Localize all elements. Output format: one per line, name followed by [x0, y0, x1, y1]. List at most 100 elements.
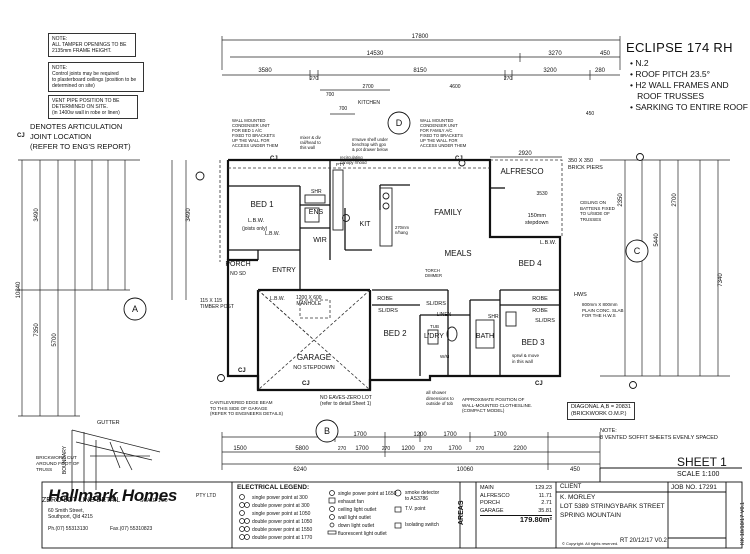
room-ldry: L'DRY — [424, 333, 444, 340]
revision-vertical: KK 18/10/17 V0.1 — [740, 501, 746, 545]
dim-bot-seg-0: 1500 — [233, 446, 247, 452]
area-total: 179.80m² — [480, 515, 552, 524]
legend-item: single power point at 1050 — [252, 511, 311, 517]
dim-top-overall: 17800 — [412, 34, 429, 40]
client-suburb: SPRING MOUNTAIN — [560, 512, 621, 519]
marker-cj-3: CJ — [238, 368, 246, 374]
room-family: FAMILY — [434, 208, 463, 217]
dim-bot-1200: 1200 — [413, 432, 427, 438]
dim-top-seg-2: 8150 — [413, 68, 427, 74]
company-pty: PTY LTD — [196, 493, 217, 499]
dim-bot-overall: 6240 — [293, 467, 307, 473]
room-alfresco: ALFRESCO — [500, 167, 543, 176]
cond2-note: WALL MOUNTED CONDENSER UNIT FOR FAMILY A… — [420, 118, 467, 148]
area-value: 35.81 — [538, 507, 552, 514]
legend-item: fluorescent light outlet — [338, 531, 387, 537]
area-value: 11.71 — [538, 492, 552, 499]
spec-item-3: ROOF TRUSSES — [630, 91, 704, 101]
marker-a: A — [132, 304, 138, 314]
room-sldrs: SL/DRS — [378, 308, 398, 314]
room-garage: GARAGE — [297, 353, 331, 362]
company-logo: Hallmark Homes — [48, 486, 178, 505]
marker-cj-1: CJ — [270, 156, 278, 162]
eaves-note: NO EAVES-ZERO LOT (refer to detail Sheet… — [320, 395, 372, 407]
dim-right-b: 2700 — [672, 193, 678, 207]
room-porch: PORCH — [225, 261, 250, 268]
legend-item: single power point at 1650 — [338, 491, 397, 497]
area-name: MAIN — [480, 485, 494, 491]
fixture-tub: TUB — [430, 324, 439, 329]
legend-col-1: single power point at 300 double power p… — [252, 494, 312, 542]
dim-right-a: 5440 — [654, 233, 660, 247]
legend-item: double power point at 1770 — [252, 535, 313, 541]
dim-top-d4: 450 — [586, 111, 595, 117]
slab-note: 800mm X 800mm PLAIN CONC. SLAB FOR THE H… — [582, 302, 624, 318]
vents-note: NOTE: 8 VENTED SOFFIT SHEETS EVENLY SPAC… — [600, 428, 718, 441]
zero-lot-gutter: GUTTER — [97, 420, 120, 426]
legend-item: double power point at 1550 — [252, 527, 313, 533]
legend-item: wall light outlet — [338, 515, 371, 521]
ceiling-note: CEILING ON BATTENS FIXED TO U/SIDE OF TR… — [580, 200, 615, 222]
dim-bot-mid: 10060 — [457, 467, 474, 473]
dim-bot-seg-6: 270 — [424, 446, 433, 452]
room-robe: ROBE — [377, 296, 393, 302]
mwave-note: m'wave shelf under benchtop with gpo & p… — [352, 137, 388, 152]
dim-alfresco-w: 2920 — [518, 151, 532, 157]
room-kit: KIT — [360, 221, 372, 228]
dim-left-overall: 10840 — [16, 281, 22, 298]
room-bed1-lbw: L.B.W. — [248, 218, 265, 224]
dim-top-d: 700 — [326, 92, 335, 98]
room-wir: WIR — [313, 237, 327, 244]
room-robe3: ROBE — [532, 308, 548, 314]
zero-lot-detail — [71, 429, 161, 492]
dim-bot-seg-3: 1700 — [355, 446, 369, 452]
fixture-pty: PTY — [336, 162, 345, 167]
room-bed4: BED 4 — [518, 259, 542, 268]
room-lbw6: L.B.W. — [265, 231, 280, 237]
area-value: 129.23 — [535, 485, 552, 491]
dim-bot-seg-8: 270 — [476, 446, 485, 452]
area-value: 2.71 — [541, 500, 552, 506]
zero-lot-scale: SCALE 1:20 — [140, 498, 168, 504]
room-bed4-lbw: L.B.W. — [540, 240, 557, 246]
spec-item-4: • SARKING TO ENTIRE ROOF — [630, 102, 748, 112]
fixture-wm: W/M — [440, 354, 449, 359]
dim-bot-seg-5: 1200 — [401, 446, 415, 452]
dim-bot-seg-4: 270 — [382, 446, 391, 452]
legend-item: T.V. point — [405, 506, 426, 512]
marker-d: D — [396, 118, 403, 128]
dim-bot-r: 450 — [570, 467, 581, 473]
legend-item: single power point at 300 — [252, 495, 308, 501]
dim-alfresco-h: 3530 — [536, 191, 547, 197]
legend-item: down light outlet — [338, 523, 375, 529]
marker-c: C — [634, 246, 641, 256]
legend-title: ELECTRICAL LEGEND: — [237, 484, 310, 491]
brickwork-note: BRICKWORK CUT AROUND FOOT OF TRUSS — [36, 456, 80, 473]
room-ens: ENS — [309, 209, 324, 216]
copyright: © Copyright. All rights reserved. — [562, 541, 619, 546]
marker-cj-4: CJ — [302, 381, 310, 387]
showers-note: all shower dimensions to outside of tob — [426, 390, 454, 406]
client-lot: LOT 5389 STRINGYBARK STREET — [560, 503, 665, 510]
manhole-note: 1200 X 600 MANHOLE — [296, 295, 322, 307]
marker-cj-2: CJ — [455, 156, 463, 162]
island-note: 270mm n/hang — [395, 225, 409, 235]
room-bath: BATH — [476, 333, 494, 340]
marker-b: B — [324, 426, 330, 436]
zero-lot-title: ZERO LOT LINE DETAIL — [42, 497, 120, 504]
legend-item: exhaust fan — [338, 499, 364, 505]
dim-top-d2: 700 — [339, 106, 348, 112]
plan-title: ECLIPSE 174 RH — [626, 40, 733, 55]
dim-top-seg-5: 280 — [595, 68, 606, 74]
dim-bot-seg-9: 2200 — [513, 446, 527, 452]
dim-bot-1700b: 1700 — [443, 432, 457, 438]
cj-legend: DENOTES ARTICULATION JOINT LOCATION (REF… — [30, 122, 131, 151]
dim-left-d: 3490 — [186, 208, 192, 222]
dim-top-seg-0: 3580 — [258, 68, 272, 74]
areas-label: AREAS — [458, 500, 465, 525]
legend-item: Isolating switch — [405, 522, 439, 528]
zero-lot-boundary: BOUNDARY — [62, 445, 68, 474]
legend-item: double power point at 300 — [252, 503, 310, 509]
room-linen: LINEN — [437, 312, 452, 318]
